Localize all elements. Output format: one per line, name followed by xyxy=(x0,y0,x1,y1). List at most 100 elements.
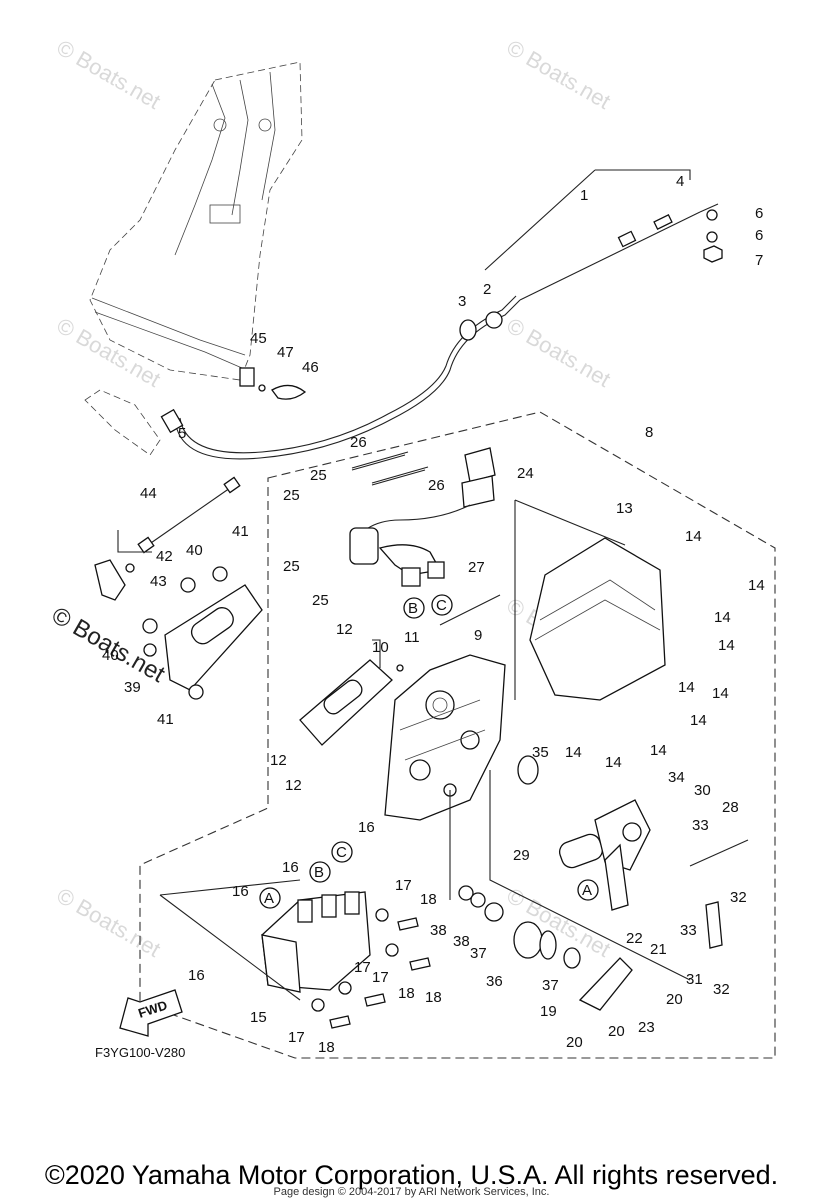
callout: 20 xyxy=(608,1023,625,1040)
watermark: © Boats.net xyxy=(53,35,165,114)
page-credit: Page design © 2004-2017 by ARI Network S… xyxy=(273,1186,550,1198)
callout: 14 xyxy=(605,754,622,771)
callout: 30 xyxy=(694,782,711,799)
callout: 31 xyxy=(686,971,703,988)
callout: 14 xyxy=(678,679,695,696)
callout: 23 xyxy=(638,1019,655,1036)
watermark: © Boats.net xyxy=(503,313,615,392)
callout: 46 xyxy=(302,359,319,376)
callout: 6 xyxy=(755,205,763,222)
callout: 16 xyxy=(282,859,299,876)
steering-column xyxy=(84,61,303,456)
callout: 45 xyxy=(250,330,267,347)
marker-letter: B xyxy=(314,864,324,881)
callout: 38 xyxy=(430,922,447,939)
callout: 18 xyxy=(420,891,437,908)
base-plate xyxy=(159,879,431,1029)
callout: 14 xyxy=(714,609,731,626)
marker-letter: C xyxy=(336,844,347,861)
cover xyxy=(514,499,666,701)
wire-harness xyxy=(349,447,501,626)
watermark: © Boats.net xyxy=(53,883,165,962)
callout: 21 xyxy=(650,941,667,958)
callout: 16 xyxy=(188,967,205,984)
callout: 43 xyxy=(150,573,167,590)
callout: 34 xyxy=(668,769,685,786)
callout: 8 xyxy=(645,424,653,441)
callout: 33 xyxy=(680,922,697,939)
clip-parts xyxy=(239,367,307,400)
fwd-arrow-icon: FWD xyxy=(119,989,183,1037)
callout: 25 xyxy=(312,592,329,609)
callout: 17 xyxy=(288,1029,305,1046)
callout: 28 xyxy=(722,799,739,816)
callout: 11 xyxy=(404,629,420,646)
callout: 4 xyxy=(676,173,684,190)
callout: 18 xyxy=(398,985,415,1002)
callout: 17 xyxy=(354,959,371,976)
link-rod xyxy=(94,476,241,601)
callout: 33 xyxy=(692,817,709,834)
callout: 20 xyxy=(666,991,683,1008)
callout: 20 xyxy=(566,1034,583,1051)
callout: 38 xyxy=(453,933,470,950)
callout: 26 xyxy=(350,434,367,451)
callout: 14 xyxy=(685,528,702,545)
callout: 12 xyxy=(285,777,302,794)
callout: 18 xyxy=(318,1039,335,1056)
callout: 12 xyxy=(270,752,287,769)
callout: 1 xyxy=(580,187,588,204)
callout: 19 xyxy=(540,1003,557,1020)
marker-letter: B xyxy=(408,600,418,617)
callout: 35 xyxy=(532,744,549,761)
callout: 14 xyxy=(650,742,667,759)
callout: 25 xyxy=(283,558,300,575)
callout: 41 xyxy=(157,711,174,728)
assembly-boundary xyxy=(139,411,776,1059)
drive-motor xyxy=(449,755,749,1011)
gear-housing xyxy=(384,654,506,821)
callout: 9 xyxy=(474,627,482,644)
callout: 26 xyxy=(428,477,445,494)
callout: 25 xyxy=(283,487,300,504)
callout: 16 xyxy=(232,883,249,900)
callout: 41 xyxy=(232,523,249,540)
callout: 37 xyxy=(542,977,559,994)
callout: 14 xyxy=(748,577,765,594)
marker-letter: A xyxy=(582,882,592,899)
callout: 25 xyxy=(310,467,327,484)
callout: 3 xyxy=(458,293,466,310)
callout: 42 xyxy=(156,548,173,565)
callout: 39 xyxy=(124,679,141,696)
watermark: © Boats.net xyxy=(53,313,165,392)
callout-labels: 1 2 3 4 5 6 6 7 8 9 10 11 12 12 12 13 14… xyxy=(102,173,765,1056)
callout: 32 xyxy=(730,889,747,906)
throttle-cable xyxy=(160,169,723,460)
callout: 22 xyxy=(626,930,643,947)
callout: 24 xyxy=(517,465,534,482)
callout: 10 xyxy=(372,639,389,656)
callout: 40 xyxy=(186,542,203,559)
callout: 27 xyxy=(468,559,485,576)
gasket-plate xyxy=(142,566,393,746)
callout: 14 xyxy=(718,637,735,654)
callout: 16 xyxy=(358,819,375,836)
figure-code: F3YG100-V280 xyxy=(95,1045,185,1060)
callout: 14 xyxy=(565,744,582,761)
copyright-footer: ©2020 Yamaha Motor Corporation, U.S.A. A… xyxy=(44,1160,779,1190)
callout: 2 xyxy=(483,281,491,298)
callout: 32 xyxy=(713,981,730,998)
letter-markers: B C A B C A xyxy=(259,594,599,909)
callout: 7 xyxy=(755,252,763,269)
callout: 29 xyxy=(513,847,530,864)
callout: 18 xyxy=(425,989,442,1006)
callout: 5 xyxy=(178,425,186,442)
callout: 15 xyxy=(250,1009,267,1026)
callout: 14 xyxy=(712,685,729,702)
callout: 14 xyxy=(690,712,707,729)
callout: 17 xyxy=(372,969,389,986)
callout: 36 xyxy=(486,973,503,990)
callout: 13 xyxy=(616,500,633,517)
watermark: © Boats.net xyxy=(503,35,615,114)
